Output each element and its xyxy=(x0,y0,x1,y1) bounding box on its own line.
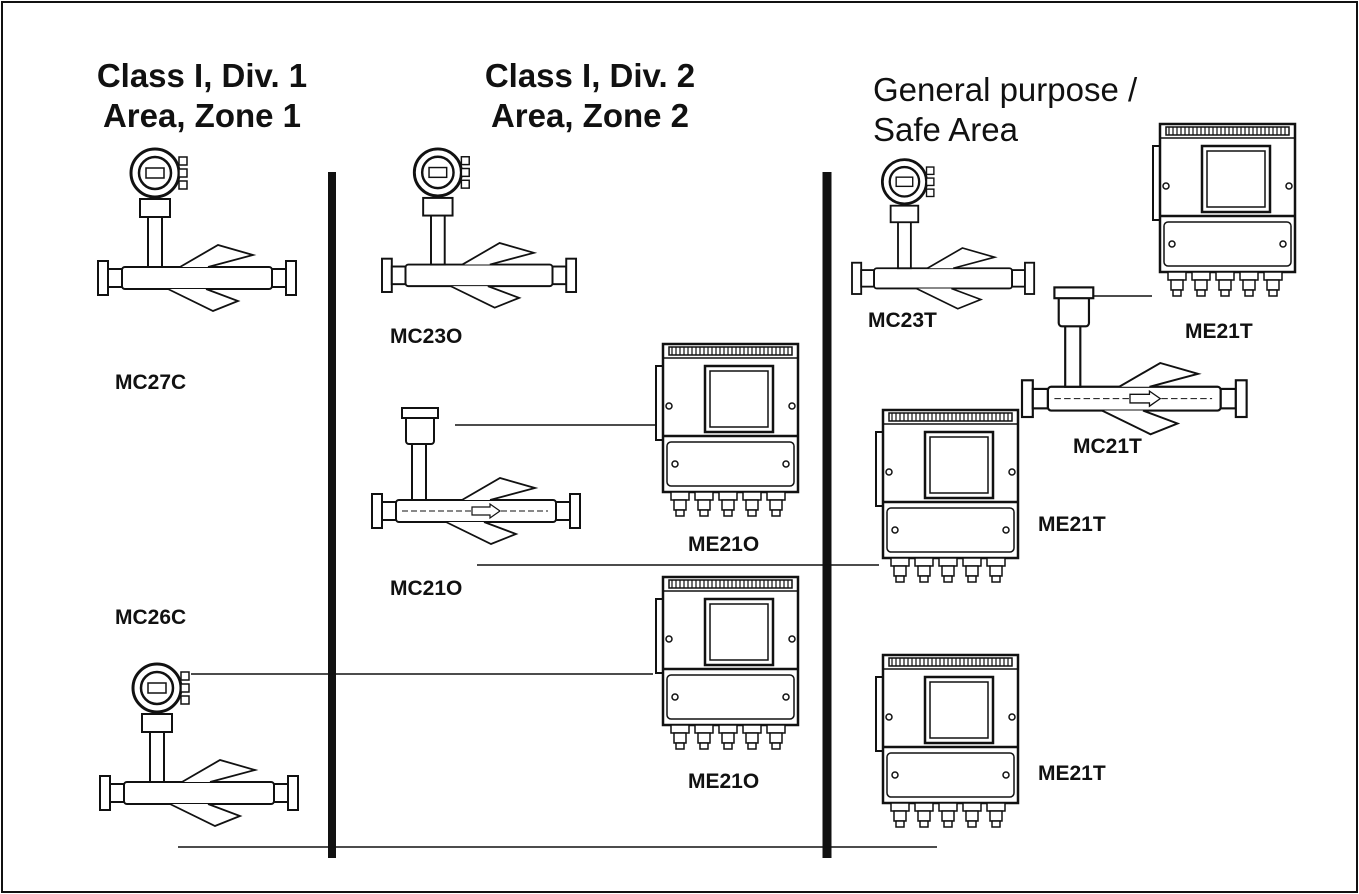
label-me21o-top: ME21O xyxy=(688,533,760,556)
label-me21t-bottom: ME21T xyxy=(1038,762,1106,785)
zone-header-div2-line1: Class I, Div. 2 xyxy=(484,57,696,94)
label-me21t-mid: ME21T xyxy=(1038,513,1106,536)
zone-header-div1-line1: Class I, Div. 1 xyxy=(96,57,308,94)
label-mc27c: MC27C xyxy=(115,371,187,394)
label-me21o-bottom: ME21O xyxy=(688,770,760,793)
me21o-bottom-transmitter-drawing xyxy=(654,575,800,751)
zone-header-safe-line2: Safe Area xyxy=(873,111,1018,148)
label-mc21o: MC21O xyxy=(390,577,463,600)
label-mc23t: MC23T xyxy=(868,309,937,332)
mc26c-sensor-drawing xyxy=(98,662,300,828)
zone-header-div1-line2: Area, Zone 1 xyxy=(102,97,302,134)
me21t-bottom-transmitter-drawing xyxy=(874,653,1020,829)
zone-header-safe: General purpose / Safe Area xyxy=(873,70,1193,150)
mc23t-sensor-drawing xyxy=(850,158,1036,311)
zone-header-div2: Class I, Div. 2 Area, Zone 2 xyxy=(455,56,725,136)
label-me21t-top: ME21T xyxy=(1185,320,1253,343)
mc23o-sensor-drawing xyxy=(380,147,578,310)
mc21o-sensor-drawing xyxy=(371,407,581,545)
label-mc23o: MC23O xyxy=(390,325,463,348)
me21t-mid-transmitter-drawing xyxy=(874,408,1020,584)
mc27c-sensor-drawing xyxy=(96,147,298,313)
label-mc21t: MC21T xyxy=(1073,435,1142,458)
mc21t-sensor-drawing xyxy=(1020,286,1248,436)
zone-header-div2-line2: Area, Zone 2 xyxy=(490,97,690,134)
label-mc26c: MC26C xyxy=(115,606,187,629)
zone-header-div1: Class I, Div. 1 Area, Zone 1 xyxy=(72,56,332,136)
me21o-top-transmitter-drawing xyxy=(654,342,800,518)
zone-header-safe-line1: General purpose / xyxy=(873,71,1138,108)
